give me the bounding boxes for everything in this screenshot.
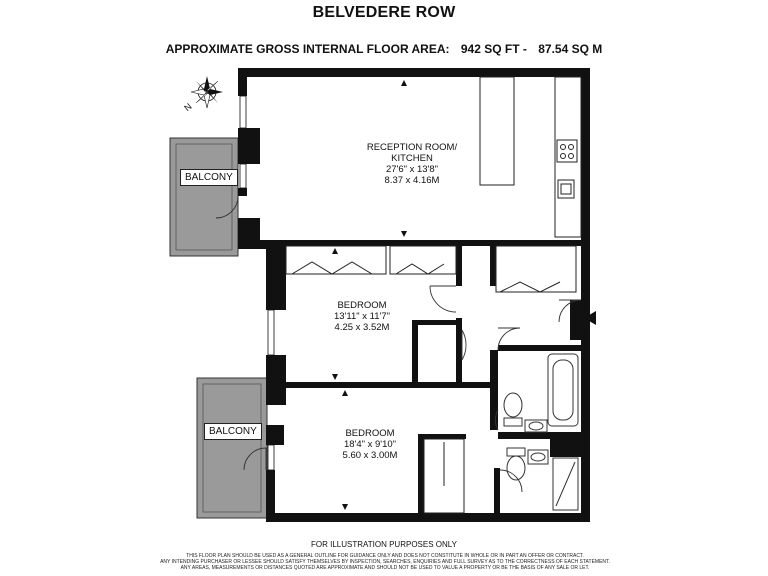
disclaimer: THIS FLOOR PLAN SHOULD BE USED AS A GENE… <box>160 553 610 571</box>
floor-area-separator: - <box>522 42 527 56</box>
room-name-reception: RECEPTION ROOM/ <box>366 142 458 153</box>
balcony-label-top: BALCONY <box>180 169 238 186</box>
room-dim-metric: 5.60 x 3.00M <box>342 450 398 461</box>
outer-walls <box>238 68 590 522</box>
room-dim-metric: 4.25 x 3.52M <box>334 322 390 333</box>
disclaimer-line-2: ANY INTENDING PURCHASER OR LESSEE SHOULD… <box>160 559 610 565</box>
disclaimer-line-1: THIS FLOOR PLAN SHOULD BE USED AS A GENE… <box>186 553 584 559</box>
floor-area-sqm: 87.54 SQ M <box>538 42 603 56</box>
plan-title: BELVEDERE ROW <box>312 4 456 21</box>
floor-area: APPROXIMATE GROSS INTERNAL FLOOR AREA: 9… <box>0 42 768 56</box>
room-name: BEDROOM <box>337 300 387 311</box>
compass-icon <box>190 76 223 109</box>
room-label-reception: RECEPTION ROOM/ KITCHEN 27'6" x 13'8" 8.… <box>356 142 468 186</box>
interior-walls <box>256 240 581 518</box>
kitchen-units <box>479 76 582 238</box>
room-dim-imperial: 18'4" x 9'10" <box>343 439 397 450</box>
floor-area-label: APPROXIMATE GROSS INTERNAL FLOOR AREA: <box>165 42 450 56</box>
room-dim-metric: 8.37 x 4.16M <box>384 175 440 186</box>
balcony-top-area <box>169 137 239 257</box>
balcony-bottom-area <box>196 377 268 519</box>
door-swings <box>215 195 582 493</box>
compass-north-label: N <box>182 101 193 113</box>
room-label-bedroom-2: BEDROOM 18'4" x 9'10" 5.60 x 3.00M <box>320 428 420 461</box>
room-dim-imperial: 13'11" x 11'7" <box>334 311 390 322</box>
room-name: BEDROOM <box>345 428 395 439</box>
room-dim-imperial: 27'6" x 13'8" <box>385 164 439 175</box>
disclaimer-line-3: ANY AREAS, MEASUREMENTS OR DISTANCES QUO… <box>180 565 590 571</box>
room-name-kitchen: KITCHEN <box>391 153 433 164</box>
illustration-note: FOR ILLUSTRATION PURPOSES ONLY <box>311 540 457 549</box>
bathroom-fixtures <box>503 353 579 511</box>
room-label-bedroom-1: BEDROOM 13'11" x 11'7" 4.25 x 3.52M <box>312 300 412 333</box>
floor-area-sqft: 942 SQ FT <box>460 42 520 56</box>
entrance-arrow-icon <box>584 311 596 325</box>
balcony-label-bottom: BALCONY <box>204 423 262 440</box>
